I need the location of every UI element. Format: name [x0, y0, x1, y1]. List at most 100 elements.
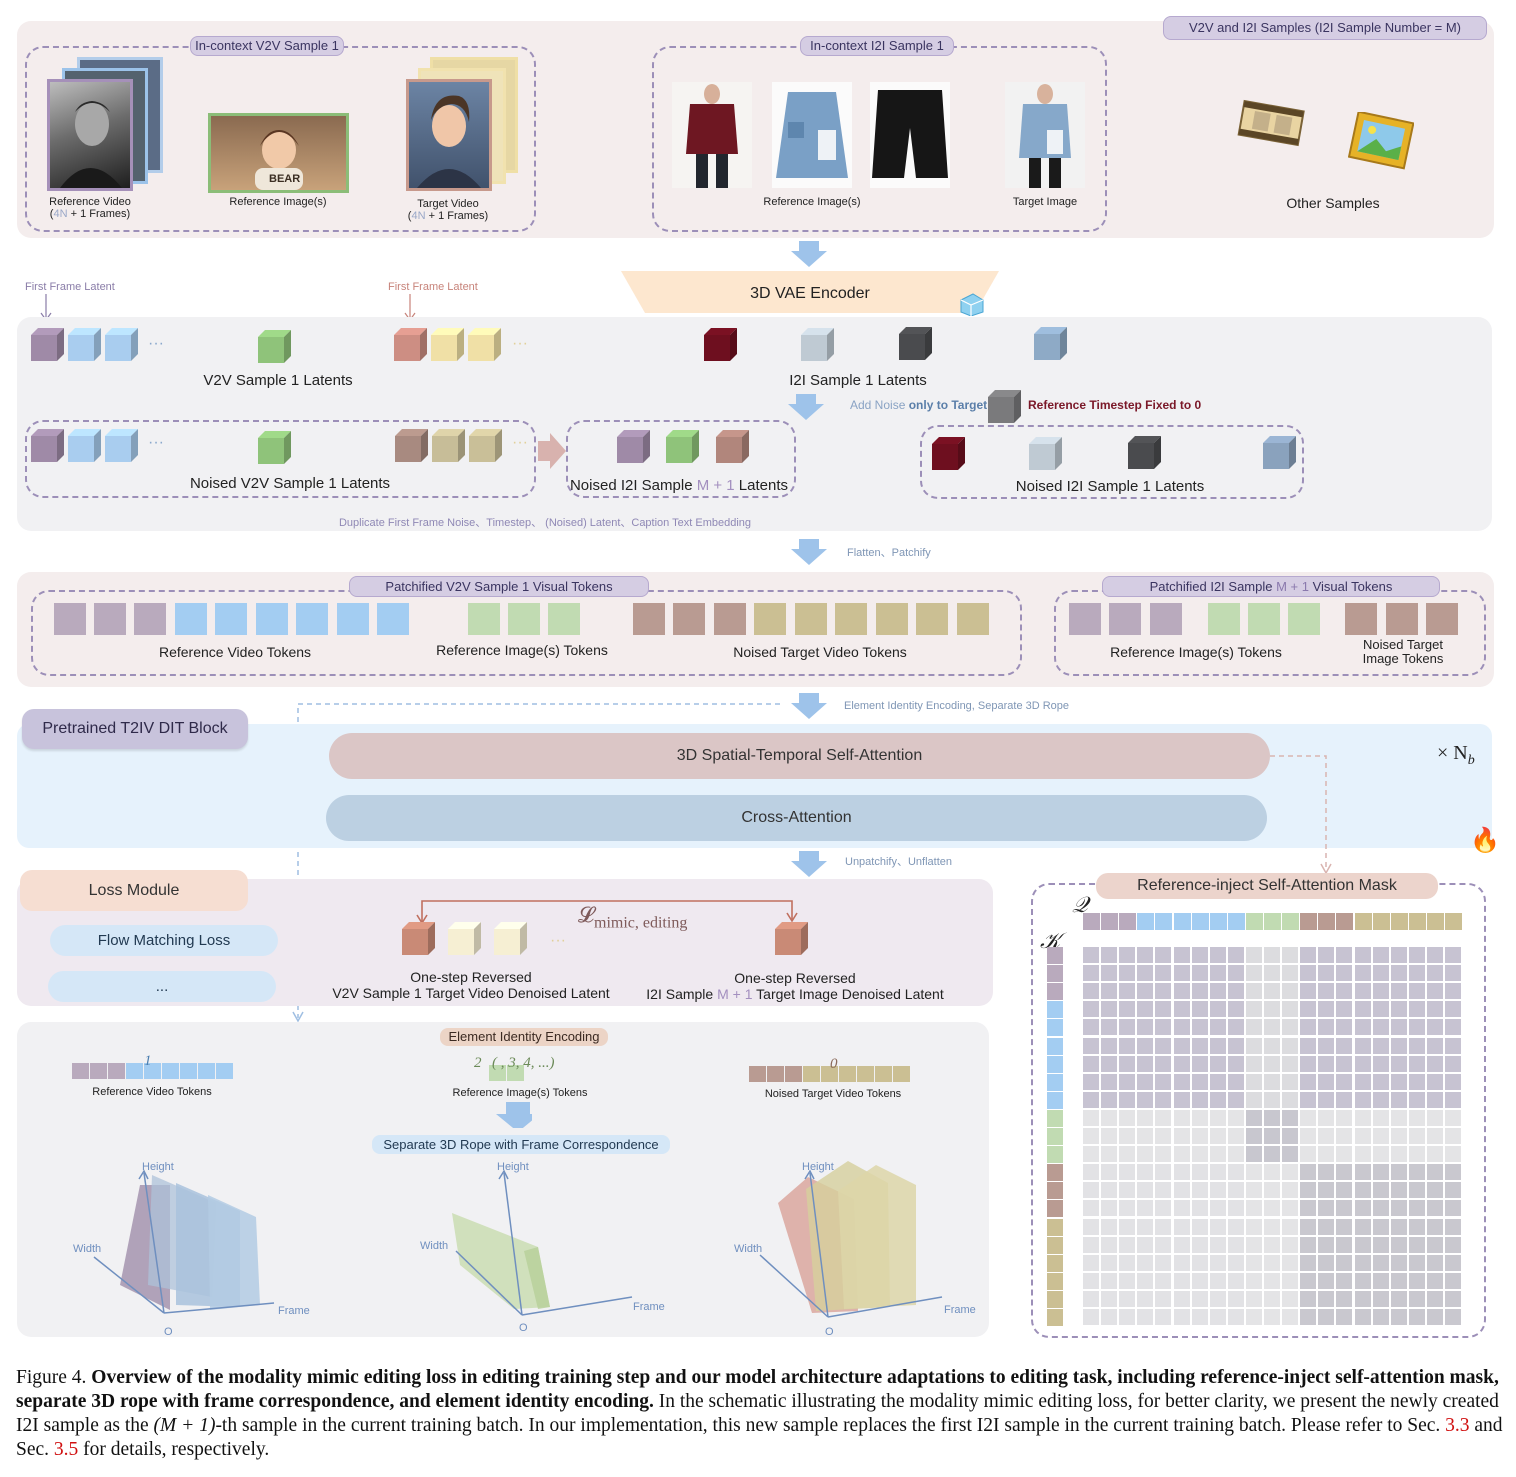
noised-token [835, 603, 867, 635]
mask-cell [1245, 947, 1262, 963]
mask-cell [1137, 1146, 1154, 1163]
v2v-latents-label: V2V Sample 1 Latents [203, 372, 353, 389]
mask-cell [1318, 947, 1335, 963]
mask-cell [1227, 1091, 1244, 1108]
mask-cell [1445, 1164, 1461, 1181]
noised-i2i-m1-label: Noised I2I Sample M + 1 Latents [569, 477, 789, 494]
mask-cell [1408, 1091, 1425, 1108]
mask-cell [1318, 1290, 1335, 1307]
mask-cell [1227, 1164, 1244, 1181]
mask-cell [1390, 1146, 1407, 1163]
noised-i2i-1-label: Noised I2I Sample 1 Latents [1015, 478, 1205, 495]
mask-cell [1083, 1236, 1099, 1253]
mask-cell [1318, 1254, 1335, 1271]
mask-cell [1282, 1073, 1299, 1090]
mask-cell [1426, 1128, 1443, 1144]
mask-cell [1300, 1218, 1317, 1235]
mask-cell [1209, 1091, 1226, 1108]
mask-cell [1155, 1164, 1172, 1181]
figure-caption: Figure 4. Overview of the modality mimic… [16, 1367, 1503, 1460]
separate-rope-badge: Separate 3D Rope with Frame Corresponden… [372, 1135, 670, 1154]
element-identity-arrow-label: Element Identity Encoding, Separate 3D R… [844, 700, 1070, 712]
axis-frame-2: Frame [633, 1301, 665, 1313]
mask-cell [1318, 1272, 1335, 1289]
mask-cell [1282, 1146, 1299, 1163]
mask-cell [1083, 983, 1099, 1000]
latent-cube [1034, 327, 1067, 360]
mask-cell [1173, 1290, 1190, 1307]
mask-cell [1282, 1200, 1299, 1217]
black-shorts-icon [872, 90, 948, 178]
mask-cell [1173, 1019, 1190, 1036]
mask-cell [1336, 1309, 1353, 1325]
mask-cell [1282, 1290, 1299, 1307]
mask-cell [1336, 965, 1353, 982]
mask-cell [1390, 1073, 1407, 1090]
mask-cell [1173, 965, 1190, 982]
fire-icon: 🔥 [1470, 827, 1500, 854]
mask-cell [1300, 1272, 1317, 1289]
mask-cell [1137, 1290, 1154, 1307]
key-token [1047, 1290, 1063, 1308]
mask-cell [1390, 965, 1407, 982]
axis-origin-2: O [519, 1322, 528, 1334]
mask-cell [1119, 1182, 1136, 1199]
section-ref-3-5[interactable]: 3.5 [53, 1439, 79, 1460]
mask-cell [1155, 1037, 1172, 1054]
mask-cell [1336, 1164, 1353, 1181]
down-arrow-icon [496, 1102, 532, 1128]
mask-cell [1245, 1309, 1262, 1325]
mask-cell [1155, 1109, 1172, 1126]
mask-cell [1408, 947, 1425, 963]
query-token [1101, 913, 1119, 930]
mask-cell [1390, 1272, 1407, 1289]
mask-cell [1354, 1055, 1371, 1072]
mask-cell [1426, 1164, 1443, 1181]
mask-cell [1318, 1073, 1335, 1090]
mask-cell [1083, 1272, 1099, 1289]
image-token [468, 603, 500, 635]
rope-token [875, 1066, 892, 1082]
mask-cell [1372, 1128, 1389, 1144]
mask-cell [1191, 965, 1208, 982]
mask-cell [1101, 1109, 1118, 1126]
i2i-reference-image-tokens-label: Reference Image(s) Tokens [1110, 644, 1282, 660]
key-token [1047, 1164, 1063, 1182]
key-token [1047, 1146, 1063, 1164]
mask-cell [1336, 1055, 1353, 1072]
mask-cell [1101, 1146, 1118, 1163]
mask-cell [1137, 1055, 1154, 1072]
mask-cell [1155, 1128, 1172, 1144]
mask-cell [1354, 1272, 1371, 1289]
mask-cell [1227, 1182, 1244, 1199]
mask-cell [1083, 1146, 1099, 1163]
mask-cell [1155, 1146, 1172, 1163]
mask-cell [1191, 1200, 1208, 1217]
latent-cube [468, 328, 501, 361]
rope-token [198, 1063, 215, 1079]
section-ref-3-3[interactable]: 3.3 [1445, 1415, 1470, 1436]
mask-cell [1119, 1309, 1136, 1325]
key-token [1047, 1182, 1063, 1200]
mask-cell [1426, 1236, 1443, 1253]
mask-cell [1336, 1073, 1353, 1090]
mask-cell [1426, 947, 1443, 963]
mask-cell [1191, 947, 1208, 963]
mask-cell [1426, 1182, 1443, 1199]
mask-cell [1300, 1128, 1317, 1144]
mask-cell [1354, 983, 1371, 1000]
rope-token [507, 1065, 524, 1081]
mask-cell [1101, 1309, 1118, 1325]
query-token [1354, 913, 1372, 930]
i2i-target-caption: Target Image [1012, 196, 1078, 208]
mask-cell [1173, 1037, 1190, 1054]
mask-cell [1227, 1236, 1244, 1253]
mask-cell [1372, 1019, 1389, 1036]
mask-cell [1119, 1272, 1136, 1289]
first-frame-latent-right: First Frame Latent [388, 281, 478, 293]
down-arrow-icon [791, 693, 827, 719]
reference-timestep-note: Reference Timestep Fixed to 0 [1028, 398, 1202, 412]
mask-cell [1155, 1236, 1172, 1253]
mask-cell [1083, 1218, 1099, 1235]
image-token [1208, 603, 1240, 635]
